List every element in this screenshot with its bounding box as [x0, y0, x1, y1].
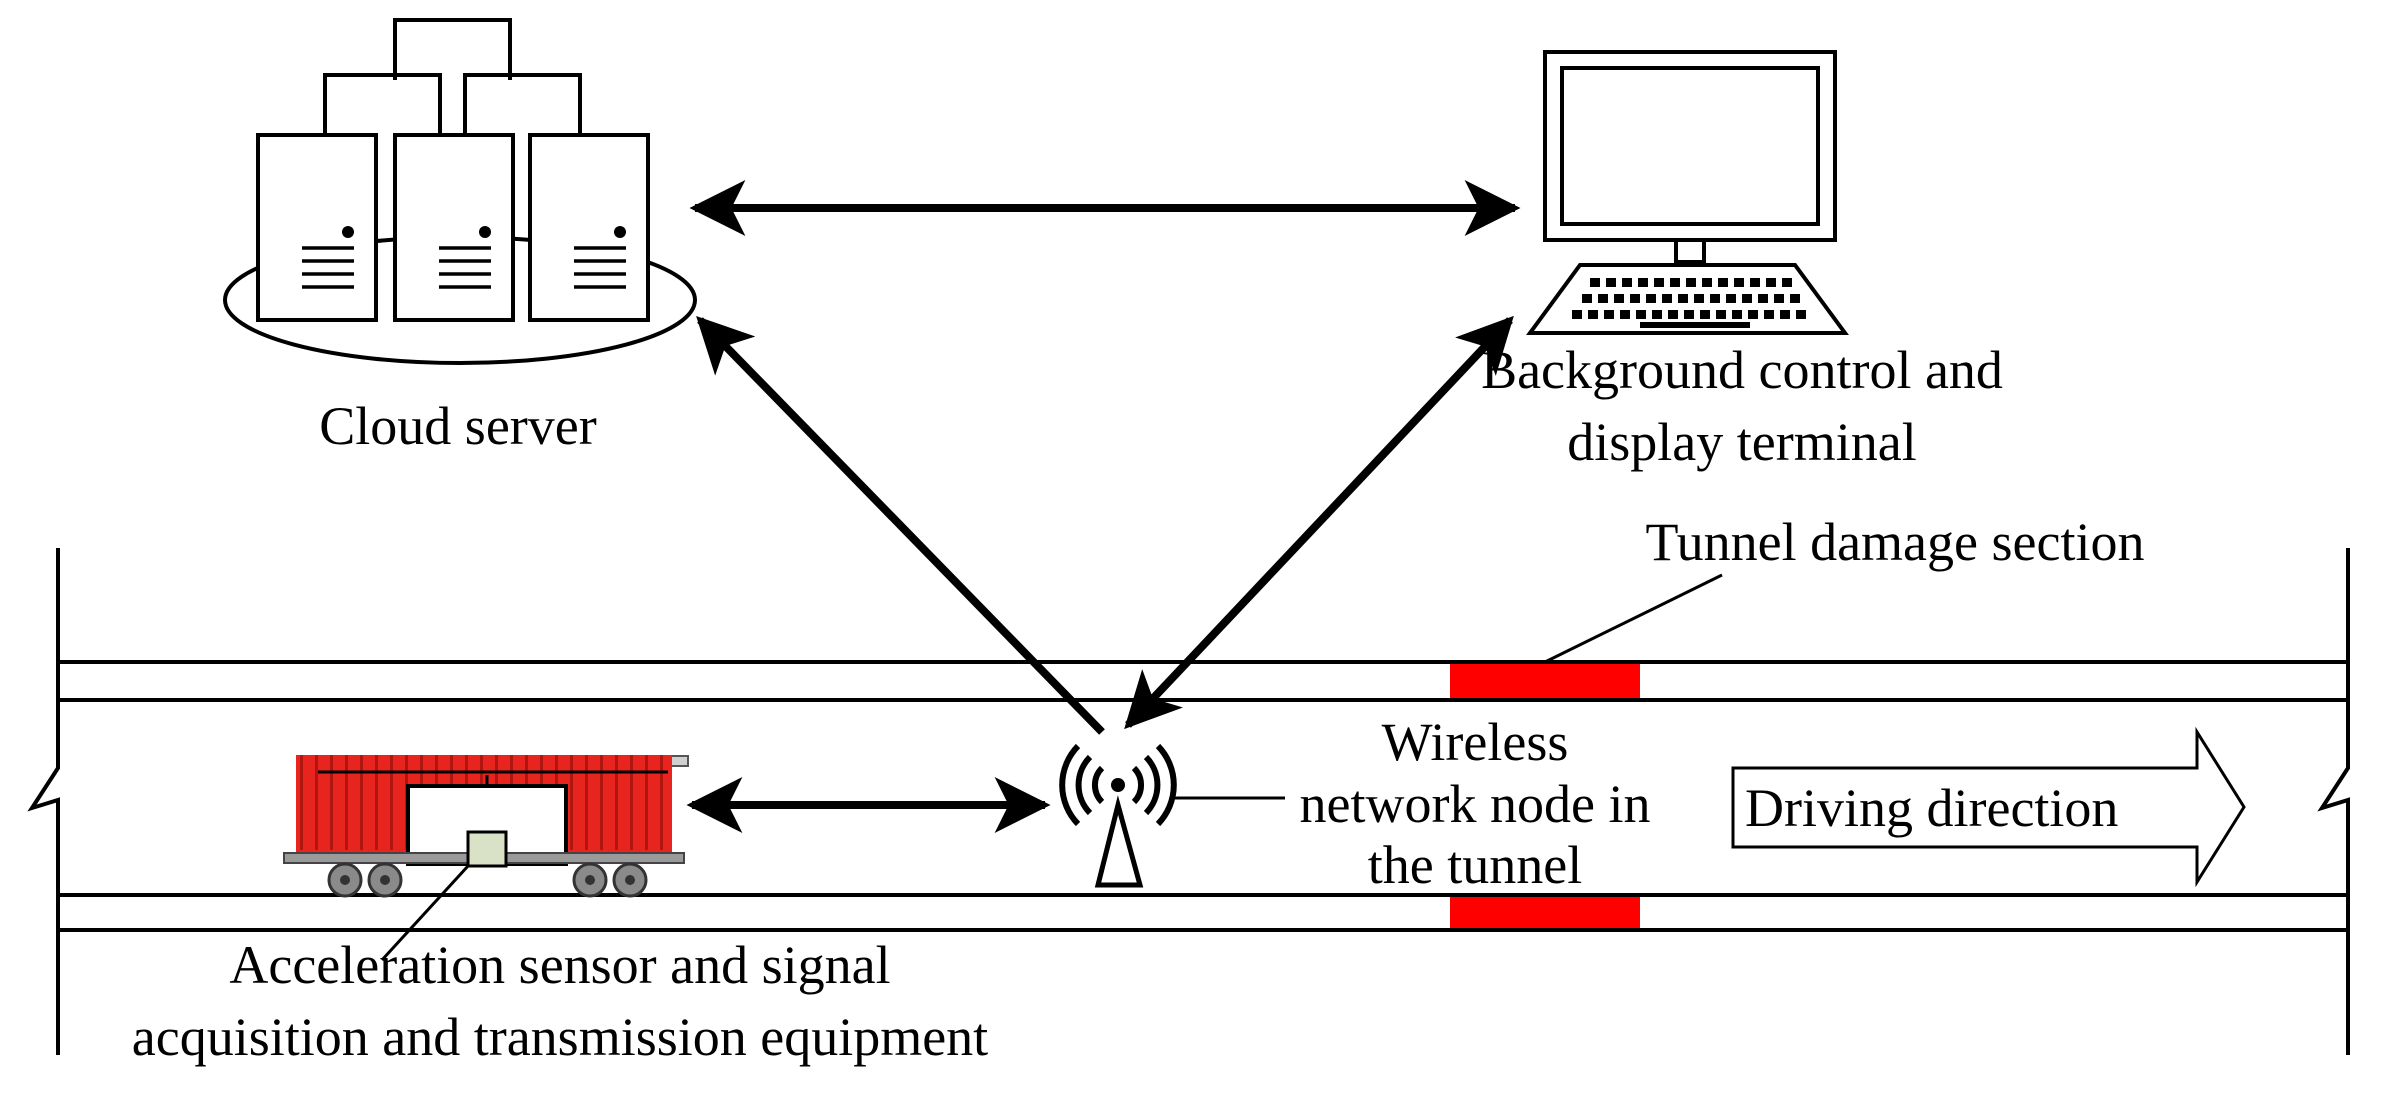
train-car-icon	[283, 755, 689, 898]
driving-direction-arrow	[1731, 726, 2246, 888]
wireless-node-label-line3: the tunnel	[1368, 835, 1582, 895]
tunnel-damage-label: Tunnel damage section	[1646, 512, 2145, 572]
tunnel-damage-section	[1450, 664, 1640, 928]
terminal-node-arrow	[1124, 315, 1514, 730]
cloud-server-label: Cloud server	[319, 396, 596, 456]
cloud-server-icon	[223, 18, 697, 365]
damage-leader-line	[1544, 573, 1723, 664]
wireless-node-label-line1: Wireless	[1382, 712, 1569, 772]
sensor-leader-line	[380, 864, 470, 962]
wireless-antenna-icon	[1059, 743, 1177, 888]
sensor-label-line1: Acceleration sensor and signal	[229, 935, 890, 995]
wireless-node-label-line2: network node in	[1300, 774, 1651, 834]
terminal-label-line2: display terminal	[1567, 412, 1916, 472]
terminal-label-line1: Background control and	[1481, 340, 2003, 400]
sensor-label-line2: acquisition and transmission equipment	[132, 1007, 988, 1067]
computer-terminal-icon	[1526, 50, 1849, 335]
driving-direction-label: Driving direction	[1745, 778, 2118, 838]
node-to-cloud-arrow	[696, 315, 1105, 735]
acceleration-sensor-box	[466, 830, 508, 868]
tunnel	[27, 548, 2350, 1055]
